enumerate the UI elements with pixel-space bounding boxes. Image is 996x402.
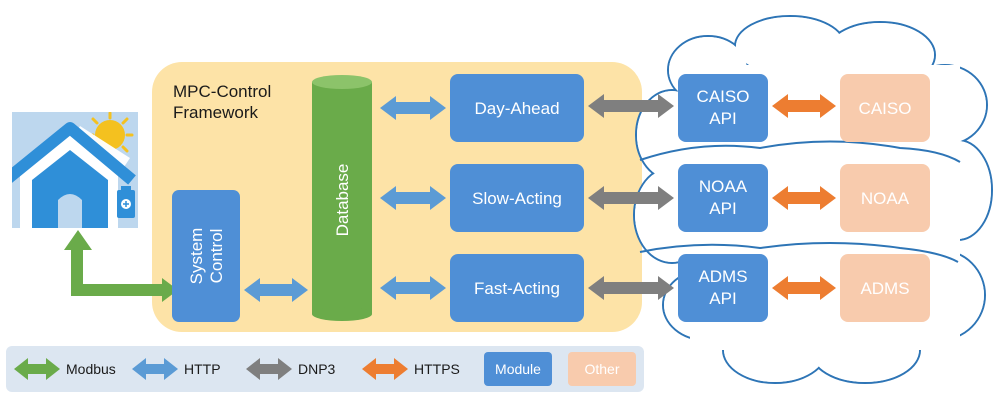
adms-external <box>840 254 930 322</box>
adms-api-module <box>678 254 768 322</box>
http-arrow-database-dayahead <box>380 96 446 120</box>
adms-external-label: ADMS <box>860 279 909 298</box>
dnp3-arrow-slowacting-noaa <box>588 186 674 210</box>
cloud-inner-lines <box>639 140 961 263</box>
caiso-external-label: CAISO <box>859 99 912 118</box>
noaa-api-module <box>678 164 768 232</box>
noaa-api-label-line2: API <box>709 199 736 218</box>
framework-title-line1: MPC-Control <box>173 82 271 101</box>
legend-other-label: Other <box>584 361 619 377</box>
modbus-link-arrow <box>64 230 178 302</box>
legend-https-label: HTTPS <box>414 361 460 377</box>
legend-modbus-arrow <box>14 358 60 380</box>
solar-house-icon <box>12 112 138 228</box>
slow-acting-label: Slow-Acting <box>472 189 562 208</box>
fast-acting-label: Fast-Acting <box>474 279 560 298</box>
database-module <box>312 75 372 321</box>
http-arrow-database-slowacting <box>380 186 446 210</box>
adms-api-label-line2: API <box>709 289 736 308</box>
noaa-external <box>840 164 930 232</box>
dnp3-arrow-dayahead-caiso <box>588 94 674 118</box>
legend-other-swatch <box>568 352 636 386</box>
database-label: Database <box>333 164 352 237</box>
day-ahead-module <box>450 74 584 142</box>
legend-https-arrow <box>362 358 408 380</box>
system-control-label-line2: Control <box>207 229 226 284</box>
legend-dnp3-label: DNP3 <box>298 361 336 377</box>
http-arrow-database-fastacting <box>380 276 446 300</box>
https-arrow-noaa <box>772 186 836 210</box>
legend-modbus-label: Modbus <box>66 361 116 377</box>
legend-module-swatch <box>484 352 552 386</box>
framework-title-line2: Framework <box>173 103 259 122</box>
noaa-api-label-line1: NOAA <box>699 177 748 196</box>
legend-module-label: Module <box>495 361 541 377</box>
caiso-external <box>840 74 930 142</box>
adms-api-label-line1: ADMS <box>698 267 747 286</box>
fast-acting-module <box>450 254 584 322</box>
noaa-external-label: NOAA <box>861 189 910 208</box>
caiso-api-label-line1: CAISO <box>697 87 750 106</box>
system-control-module <box>172 190 240 322</box>
day-ahead-label: Day-Ahead <box>474 99 559 118</box>
dnp3-arrow-fastacting-adms <box>588 276 674 300</box>
legend-http-arrow <box>132 358 178 380</box>
legend-dnp3-arrow <box>246 358 292 380</box>
caiso-api-label-line2: API <box>709 109 736 128</box>
caiso-api-module <box>678 74 768 142</box>
system-control-label-line1: System <box>187 228 206 285</box>
https-arrow-caiso <box>772 94 836 118</box>
legend-http-label: HTTP <box>184 361 221 377</box>
slow-acting-module <box>450 164 584 232</box>
http-arrow-syscontrol-database <box>244 278 308 302</box>
https-arrow-adms <box>772 276 836 300</box>
battery-icon <box>117 186 135 218</box>
